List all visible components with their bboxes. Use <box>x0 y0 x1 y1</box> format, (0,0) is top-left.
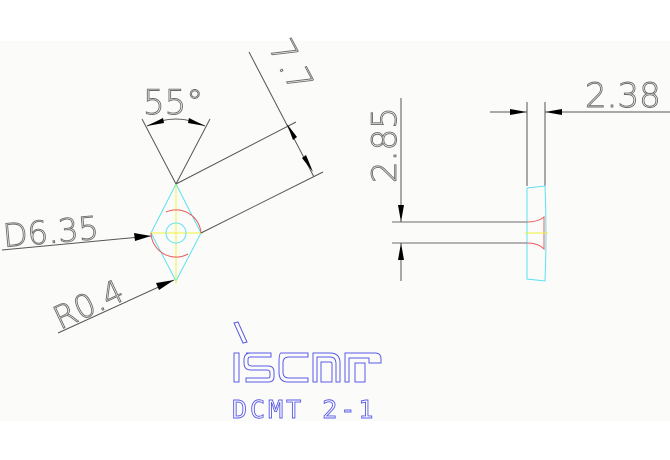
logo-dot <box>233 321 248 344</box>
radius-arc-bottom <box>150 232 189 258</box>
thickness-label: 2.38 <box>585 76 661 116</box>
radius-arc-top <box>165 209 202 234</box>
insert-side-view <box>392 102 548 282</box>
side-outline <box>526 185 547 282</box>
diameter-label: D6.35 <box>1 209 100 255</box>
length-label: 7.7 <box>260 32 321 99</box>
angle-label: 55° <box>143 83 203 123</box>
insert-top-view <box>150 182 203 284</box>
drawing-canvas <box>0 41 670 421</box>
thickness-dimension <box>490 109 670 115</box>
radius-label: R0.4 <box>47 272 129 337</box>
length-dimension <box>175 51 324 234</box>
diameter-leader <box>1 233 152 251</box>
iscar-logo <box>233 321 382 383</box>
hole-circle <box>165 222 187 244</box>
angle-dimension <box>141 118 211 185</box>
hole-label: 2.85 <box>365 107 405 183</box>
part-code: DCMT 2-1 <box>232 395 376 424</box>
hole-dimension <box>398 98 404 281</box>
radius-leader <box>57 279 175 334</box>
